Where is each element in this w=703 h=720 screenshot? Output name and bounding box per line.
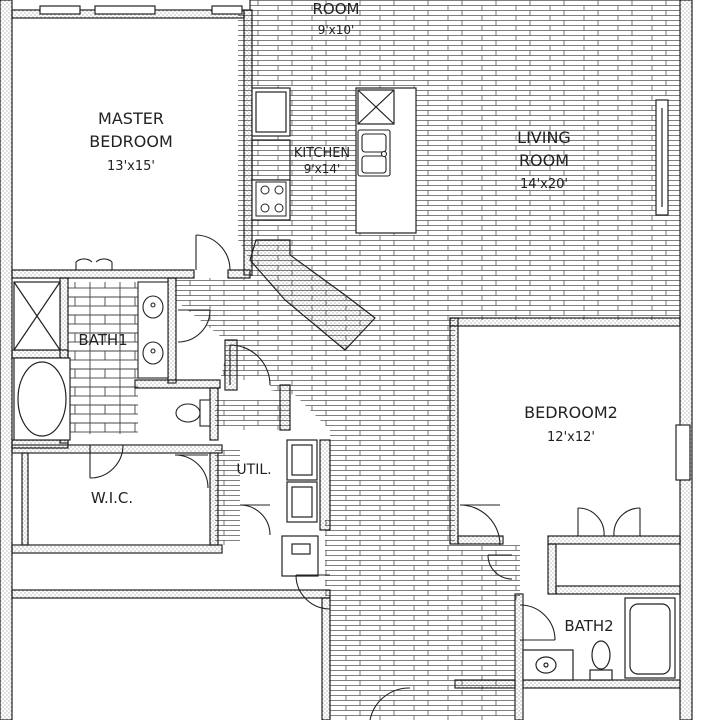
top-room-name: ROOM <box>313 0 360 18</box>
fireplace-icon <box>655 99 669 216</box>
water-heater-icon <box>281 535 319 577</box>
master-name-line1: MASTER <box>98 109 164 128</box>
living-name-line1: LIVING <box>517 128 571 147</box>
washer-dryer-icon <box>286 439 318 523</box>
doors <box>75 234 641 720</box>
wic-name: W.I.C. <box>91 489 133 507</box>
bedroom2-name: BEDROOM2 <box>524 403 618 422</box>
vanity-sinks-icon <box>137 281 169 379</box>
bathtub-icon <box>13 357 71 441</box>
range-burners-icon <box>255 181 287 217</box>
bath1-tile <box>68 282 138 434</box>
refrigerator-icon <box>357 89 395 125</box>
bedroom2-dim: 12'x12' <box>547 430 595 445</box>
room-labels: ROOM 9'x10' MASTER BEDROOM 13'x15' KITCH… <box>78 0 618 635</box>
living-name-line2: ROOM <box>519 151 569 170</box>
kitchen-name: KITCHEN <box>294 146 350 161</box>
toilet-icon <box>175 399 211 427</box>
bath2-fixtures-icon <box>522 597 676 681</box>
util-name: UTIL. <box>236 462 271 478</box>
wood-floor <box>175 0 680 720</box>
top-room-dim: 9'x10' <box>318 23 355 37</box>
bath2-name: BATH2 <box>564 617 613 635</box>
bath1-name: BATH1 <box>78 331 127 349</box>
kitchen-dim: 9'x14' <box>304 162 341 176</box>
master-dim: 13'x15' <box>107 159 155 174</box>
master-name-line2: BEDROOM <box>89 132 173 151</box>
kitchen-sink-icon <box>357 129 391 177</box>
shower-icon <box>13 281 61 351</box>
living-dim: 14'x20' <box>520 177 568 192</box>
windows <box>39 5 691 481</box>
